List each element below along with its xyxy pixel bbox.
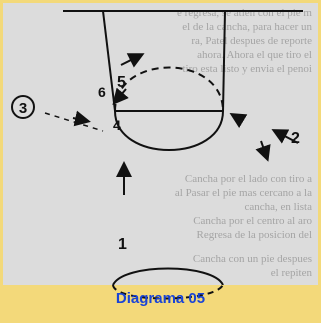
player-3-label: 3 [19,100,27,117]
player-6-label: 6 [98,84,106,100]
cut-arrow-2 [271,129,299,144]
diagram-frame: e regresa, se atien con el pie m el de l… [3,3,318,317]
pass-line-3-to-4 [44,112,104,132]
free-throw-circle-dashed [114,66,224,112]
player-1-label: 1 [118,236,127,253]
free-throw-circle-solid [114,110,224,151]
player-5-label: 5 [117,74,126,91]
player-4-label: 4 [113,117,121,133]
arrow-right-wing [229,112,248,129]
caption-band: Diagrama 05 [3,285,318,317]
caption-court-arc [112,285,224,300]
court-diagram: 3 5 6 4 2 1 [11,10,303,285]
arrow-right-low [255,140,271,162]
pass-arrow-3 [72,110,91,127]
diagram-caption: Diagrama 05 [115,290,206,307]
player-2-label: 2 [291,130,300,147]
player-3-circle [11,95,35,119]
scanned-page [3,3,318,285]
cut-arrow-5b [112,87,129,106]
cut-arrow-5 [120,53,145,68]
lane-line-right [222,10,226,112]
next-court-arc [112,267,224,285]
